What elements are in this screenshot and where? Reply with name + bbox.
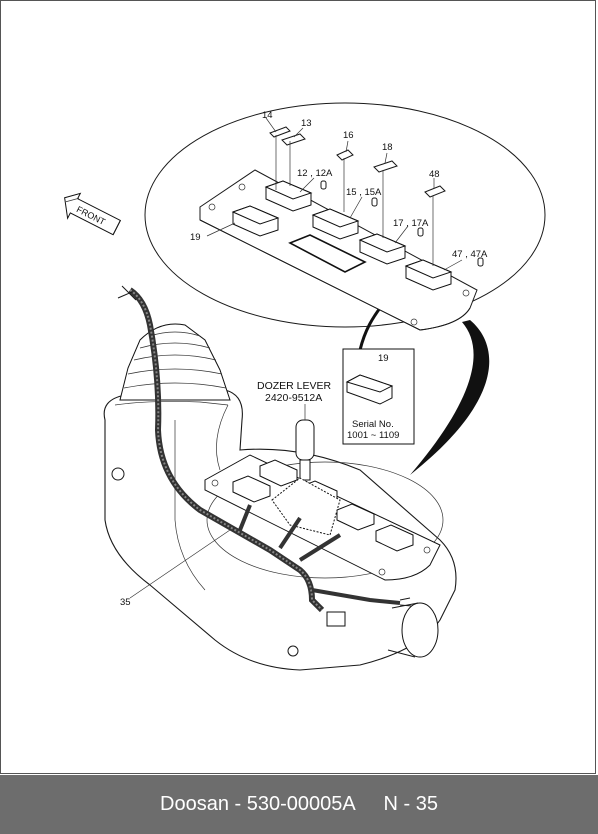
parts-diagram: FRONT [64, 102, 546, 671]
callout-17: 17 , 17A [393, 218, 429, 229]
callout-16: 16 [343, 130, 354, 141]
dozer-lever-title: DOZER LEVER [257, 380, 332, 392]
drawing-frame [0, 0, 596, 774]
callout-14: 14 [262, 110, 273, 121]
callout-19: 19 [190, 232, 201, 243]
serial-inset-box [342, 348, 415, 445]
bulb-12a [320, 180, 327, 190]
bulb-17a [417, 227, 424, 237]
callout-12: 12 , 12A [297, 168, 333, 179]
callout-13: 13 [301, 118, 312, 129]
seat-console [103, 285, 457, 671]
footer-page-number: N - 35 [383, 793, 438, 815]
switch-19 [231, 205, 280, 237]
bulb-47a [477, 257, 484, 267]
cap-14 [269, 126, 291, 138]
switch-panel-exploded [199, 117, 484, 331]
serial-range: 1001 ~ 1109 [347, 430, 399, 441]
cap-18 [373, 160, 398, 173]
callout-18: 18 [382, 142, 393, 153]
footer-brand: Doosan [160, 793, 229, 815]
dozer-lever [271, 404, 341, 536]
switch-15 [311, 208, 360, 240]
dozer-lever-part-no: 2420-9512A [265, 392, 322, 404]
footer-doc-number: 530-00005A [246, 793, 356, 815]
cap-13 [281, 133, 306, 146]
callout-35: 35 [120, 597, 131, 608]
switch-47 [404, 259, 453, 291]
callout-15: 15 , 15A [346, 187, 382, 198]
cap-16 [336, 149, 354, 161]
front-arrow: FRONT [64, 192, 122, 236]
switch-12 [264, 180, 313, 212]
bulb-15a [371, 197, 378, 207]
serial-label: Serial No. [352, 419, 394, 430]
cap-48 [424, 185, 446, 198]
callout-48: 48 [429, 169, 440, 180]
callout-labels: 14 13 16 18 48 12 , 12A 15 , 15A 17 , 17… [120, 110, 488, 608]
callout-47: 47 , 47A [452, 249, 488, 260]
callout-19-inset: 19 [378, 353, 389, 364]
switch-17 [358, 233, 407, 265]
page-footer: Doosan - 530-00005A N - 35 [0, 775, 598, 834]
